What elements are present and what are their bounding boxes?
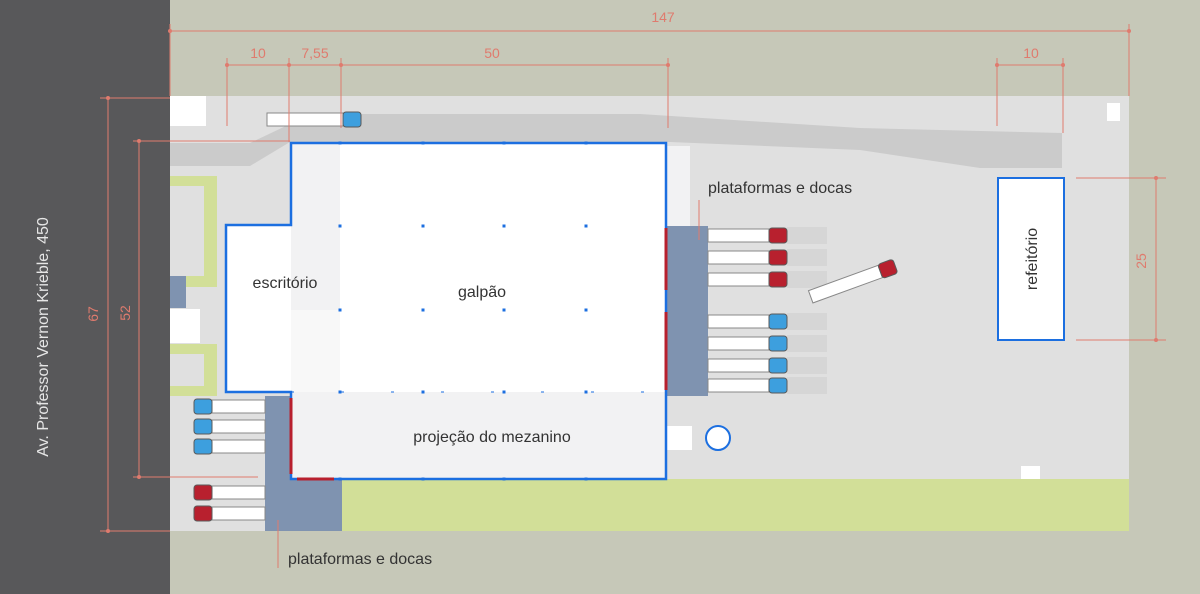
- label-canteen: refeitório: [1024, 228, 1041, 290]
- warehouse-area: [340, 143, 666, 392]
- dim-warehouse-width: 50: [484, 45, 500, 61]
- truck-group-southwest: [193, 398, 266, 522]
- gatehouse: [170, 309, 200, 343]
- truck-blue: [707, 377, 788, 394]
- dock-access: [666, 146, 690, 226]
- utility-box-ne: [1107, 103, 1120, 121]
- street: [0, 0, 170, 594]
- column: [421, 477, 425, 481]
- truck-bay: [787, 227, 827, 244]
- column-grid: [338, 141, 588, 481]
- dim-canteen-depth: 25: [1133, 253, 1149, 269]
- truck-red: [193, 484, 266, 501]
- column: [502, 224, 506, 228]
- truck-parked-north: [266, 111, 362, 128]
- column: [338, 308, 342, 312]
- street-label: Av. Professor Vernon Krieble, 450: [35, 217, 52, 457]
- truck-blue: [707, 357, 788, 374]
- truck-blue: [707, 313, 788, 330]
- access-road: [170, 114, 1062, 168]
- column: [338, 477, 342, 481]
- truck-bay: [787, 357, 827, 374]
- guard-house: [170, 96, 206, 126]
- dock-doors-south: [289, 398, 334, 481]
- truck-bay: [787, 249, 827, 266]
- truck-blue: [707, 335, 788, 352]
- column: [338, 141, 342, 145]
- truck-red: [193, 505, 266, 522]
- column: [584, 308, 588, 312]
- column: [584, 390, 588, 394]
- truck-group-east: [707, 227, 827, 394]
- column: [421, 141, 425, 145]
- dimension-lines: [100, 24, 1166, 568]
- dim-offset-office: 7,55: [301, 45, 328, 61]
- column: [421, 308, 425, 312]
- column: [502, 390, 506, 394]
- office-area: [226, 225, 291, 392]
- truck-bay: [787, 271, 827, 288]
- truck-blue: [193, 418, 266, 435]
- column: [584, 141, 588, 145]
- label-mezzanine: projeção do mezanino: [413, 429, 571, 446]
- column: [338, 224, 342, 228]
- dim-offset-left: 10: [250, 45, 266, 61]
- truck-maneuvering: [807, 259, 898, 304]
- lawn-south: [340, 479, 1129, 531]
- utility-room: [666, 426, 692, 450]
- column: [502, 477, 506, 481]
- column: [502, 141, 506, 145]
- dim-building-depth: 52: [117, 305, 133, 321]
- label-docks-east: plataformas e docas: [708, 180, 852, 197]
- lawn-west-north: [170, 176, 217, 287]
- truck-red: [707, 227, 788, 244]
- column: [338, 390, 342, 394]
- truck-blue: [193, 438, 266, 455]
- column: [584, 224, 588, 228]
- dock-platform-east: [666, 226, 708, 396]
- dimension-ticks: [106, 29, 1158, 533]
- column: [421, 224, 425, 228]
- dock-platform-south-b: [265, 478, 342, 531]
- utility-box-se: [1021, 466, 1040, 479]
- lawn-west-south: [170, 344, 217, 396]
- dim-offset-right: 10: [1023, 45, 1039, 61]
- dim-total-width: 147: [651, 9, 675, 25]
- label-docks-south: plataformas e docas: [288, 551, 432, 568]
- column: [421, 390, 425, 394]
- truck-blue: [193, 398, 266, 415]
- column: [584, 477, 588, 481]
- truck-red: [707, 271, 788, 288]
- truck-bay: [787, 335, 827, 352]
- water-tank: [705, 425, 731, 451]
- truck-bay: [787, 313, 827, 330]
- truck-red: [707, 249, 788, 266]
- label-warehouse: galpão: [458, 284, 506, 301]
- dim-total-depth: 67: [85, 306, 101, 322]
- entrance-gate: [170, 276, 186, 308]
- stair-core: [291, 310, 340, 392]
- label-office: escritório: [253, 275, 318, 292]
- truck-bay: [787, 377, 827, 394]
- column: [502, 308, 506, 312]
- canteen-building: [997, 177, 1065, 341]
